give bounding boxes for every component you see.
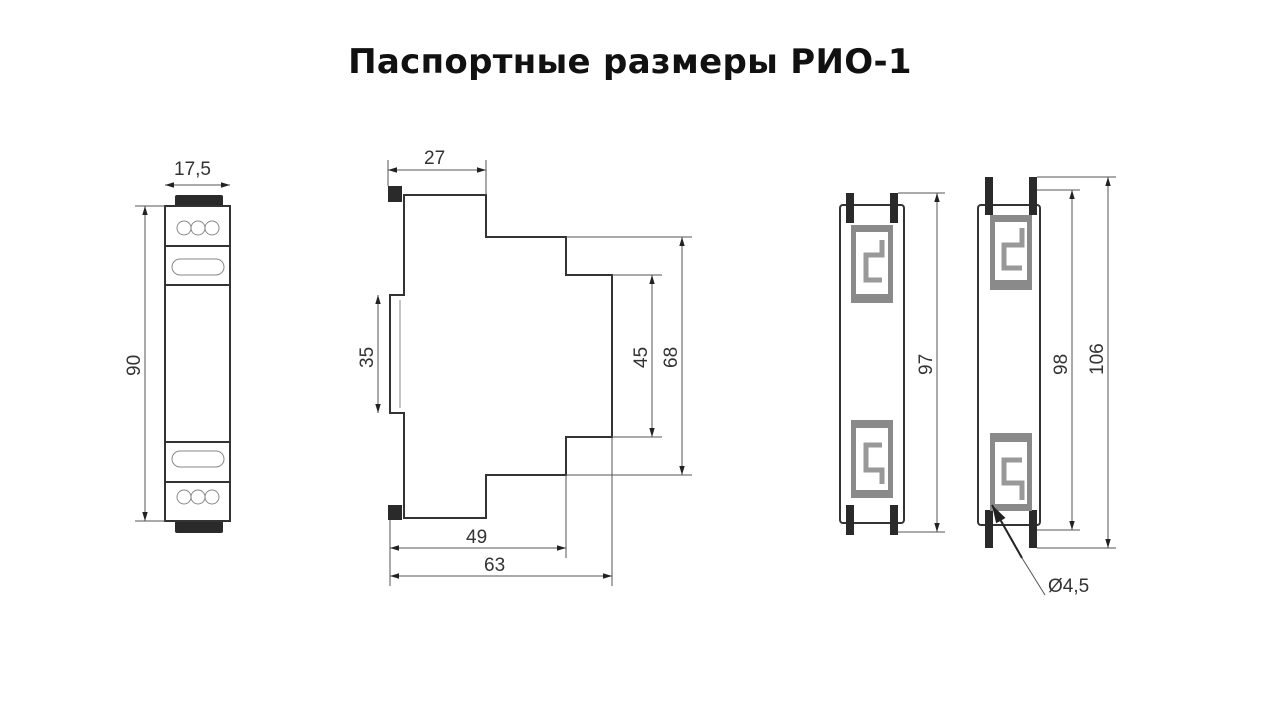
dim-hole-diameter: Ø4,5 bbox=[1048, 576, 1089, 597]
dim-height-a: 97 bbox=[916, 354, 937, 375]
dim-middle-height: 68 bbox=[661, 347, 682, 368]
dim-rail-height: 35 bbox=[357, 347, 378, 368]
dim-top-depth: 27 bbox=[424, 148, 445, 169]
back-view-a: 97 bbox=[839, 192, 945, 535]
dim-height-b: 98 bbox=[1051, 354, 1072, 375]
dim-middle-depth: 49 bbox=[466, 527, 487, 548]
dim-height-c: 106 bbox=[1087, 343, 1108, 375]
front-view: 17,5 90 bbox=[124, 159, 231, 533]
dim-total-depth: 63 bbox=[484, 555, 505, 576]
dim-width: 17,5 bbox=[174, 159, 211, 180]
side-view: 27 35 45 68 49 63 bbox=[357, 148, 692, 586]
dim-front-height: 45 bbox=[631, 347, 652, 368]
page-title: Паспортные размеры РИО-1 bbox=[348, 42, 912, 82]
back-view-b: 98 106 Ø4,5 bbox=[977, 176, 1116, 597]
dim-height: 90 bbox=[124, 355, 145, 376]
